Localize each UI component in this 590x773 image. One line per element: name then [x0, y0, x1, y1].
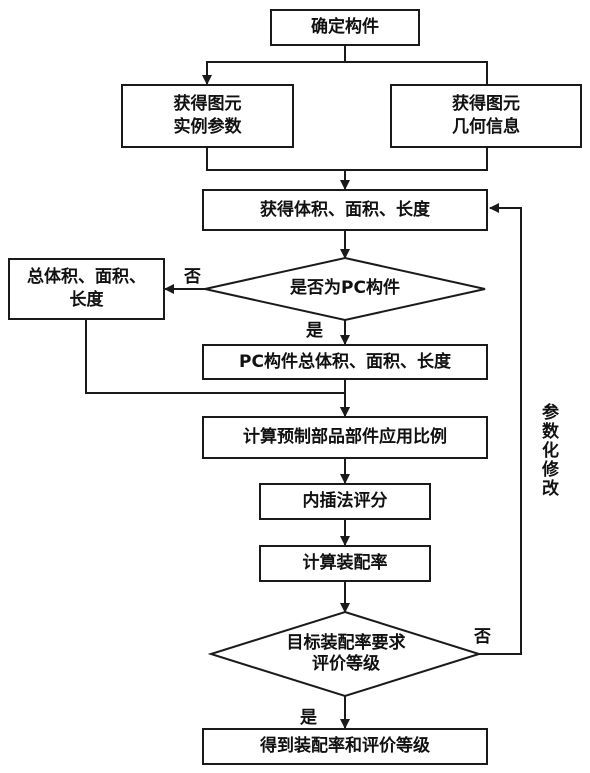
- label-no-1: 否: [184, 267, 201, 287]
- node-get-geometry-info: 获得图元 几何信息: [390, 84, 582, 148]
- connector-merge-left: [206, 148, 350, 190]
- node-calc-assembly-rate-label: 计算装配率: [302, 553, 388, 574]
- node-pc-total-volume-area-length-label: PC构件总体积、面积、长度: [239, 351, 451, 372]
- node-get-rate-and-grade-label: 得到装配率和评价等级: [260, 736, 430, 757]
- node-calc-assembly-rate: 计算装配率: [259, 545, 431, 582]
- node-total-volume-area-length: 总体积、面积、 长度: [8, 258, 165, 320]
- connector-target-no-feedback: [479, 203, 522, 655]
- connector-top-split-right: [345, 61, 488, 84]
- node-calc-prefab-ratio: 计算预制部品部件应用比例: [202, 416, 488, 459]
- node-pc-total-volume-area-length: PC构件总体积、面积、长度: [202, 344, 488, 380]
- decision-is-pc-label: 是否为PC构件: [290, 278, 400, 299]
- label-yes-2: 是: [300, 708, 317, 728]
- node-total-volume-area-length-label: 总体积、面积、 长度: [27, 267, 146, 310]
- node-determine-component: 确定构件: [270, 9, 420, 46]
- node-get-instance-params-label: 获得图元 实例参数: [173, 94, 242, 137]
- label-param-modify: 参数化修改: [538, 403, 558, 498]
- node-get-volume-area-length-label: 获得体积、面积、长度: [260, 199, 430, 220]
- node-get-rate-and-grade: 得到装配率和评价等级: [202, 728, 488, 765]
- decision-is-pc-text: 是否为PC构件: [225, 272, 465, 306]
- node-get-instance-params: 获得图元 实例参数: [121, 84, 294, 148]
- node-interpolation-score-label: 内插法评分: [302, 491, 388, 512]
- label-no-2: 否: [474, 627, 491, 647]
- connector-merge-right: [345, 148, 488, 171]
- connector-top-split: [202, 46, 346, 85]
- node-get-volume-area-length: 获得体积、面积、长度: [202, 189, 488, 231]
- decision-target-text: 目标装配率要求 评价等级: [246, 628, 446, 680]
- label-yes-1: 是: [306, 321, 323, 341]
- node-determine-component-label: 确定构件: [311, 17, 379, 38]
- node-get-geometry-info-label: 获得图元 几何信息: [452, 94, 520, 137]
- node-interpolation-score: 内插法评分: [259, 483, 431, 520]
- decision-diamond-is-pc: [204, 256, 486, 322]
- decision-diamond-target: [207, 610, 483, 698]
- node-calc-prefab-ratio-label: 计算预制部品部件应用比例: [243, 427, 447, 448]
- decision-target-label: 目标装配率要求 评价等级: [286, 632, 406, 674]
